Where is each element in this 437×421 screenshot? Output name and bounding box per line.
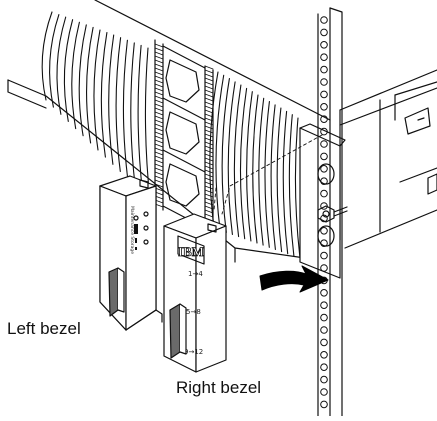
right-bezel-logo: IBM [177,235,205,265]
drive-range-9-12: 9→12 [184,348,203,356]
ibm-logo-text: IBM [178,244,204,259]
alignment-guides [213,134,323,215]
right-bezel-label: Right bezel [176,378,262,397]
left-bezel-side-label: Maintenance Storage [129,206,135,254]
drive-range-1-4: 1→4 [188,270,203,278]
rack-mounting-rail [317,7,343,417]
push-arrow-icon [259,265,329,293]
right-bezel-drawing: IBM 1→4 5→8 9→12 [163,213,227,373]
storage-enclosure [7,0,331,263]
rear-rack-bracket [339,69,437,249]
left-bezel-drawing: Maintenance Storage [99,175,163,331]
left-bezel-label: Left bezel [7,319,81,338]
drive-range-5-8: 5→8 [186,308,201,316]
